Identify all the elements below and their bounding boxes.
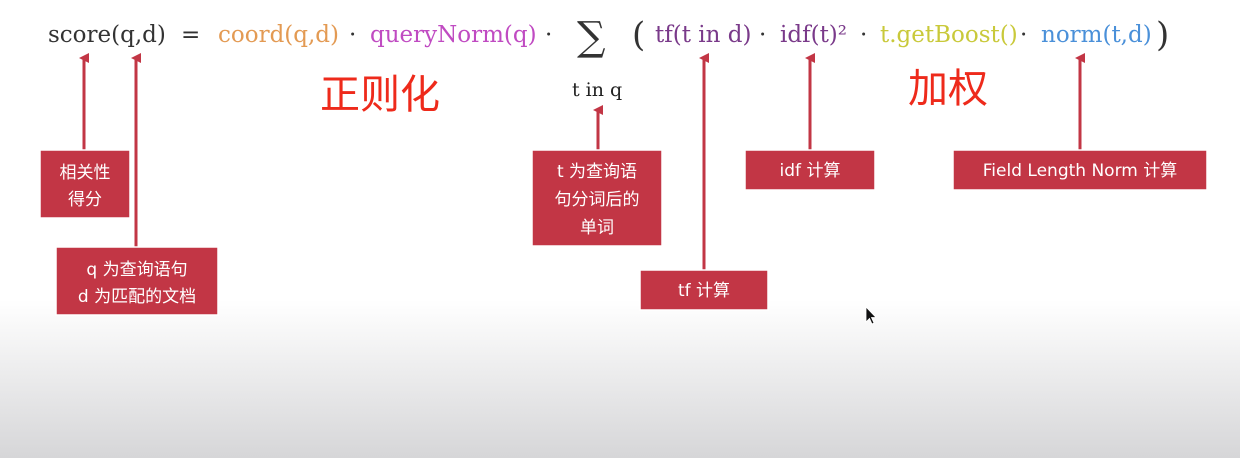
- annotation-score: 相关性 得分: [39, 149, 131, 219]
- formula-dot-5: ·: [1020, 22, 1027, 48]
- annotation-idf: idf 计算: [744, 149, 876, 191]
- annotation-norm-line-1: Field Length Norm 计算: [983, 161, 1177, 181]
- formula-idf-term: idf(t)²: [780, 22, 847, 48]
- formula-dot-1: ·: [349, 22, 356, 48]
- formula-sum-symbol: ∑: [577, 14, 606, 60]
- formula-boost-term: t.getBoost(): [880, 22, 1018, 48]
- annotation-tf-line-1: tf 计算: [678, 281, 730, 301]
- annotation-query-line-2: d 为匹配的文档: [78, 287, 196, 307]
- annotation-tf: tf 计算: [639, 269, 769, 311]
- formula-score-term: score(q,d): [48, 22, 166, 48]
- annotation-idf-line-1: idf 计算: [780, 161, 841, 181]
- annotation-term-line-1: t 为查询语: [557, 162, 637, 182]
- mouse-cursor-icon: [865, 306, 877, 325]
- formula-equals-sign: =: [181, 22, 200, 48]
- formula-querynorm-term: queryNorm(q): [370, 22, 537, 48]
- annotation-term-line-2: 句分词后的: [555, 190, 640, 210]
- annotation-norm: Field Length Norm 计算: [952, 149, 1208, 191]
- annotation-term-line-3: 单词: [580, 218, 614, 238]
- weighting-label: 加权: [908, 66, 988, 112]
- annotation-query-doc: q 为查询语句 d 为匹配的文档: [55, 246, 219, 316]
- annotation-score-line-2: 得分: [68, 190, 102, 210]
- annotation-query-line-1: q 为查询语句: [86, 260, 187, 280]
- formula-close-paren: ): [1156, 15, 1169, 55]
- formula-dot-3: ·: [759, 22, 766, 48]
- formula-open-paren: (: [632, 15, 645, 55]
- formula-dot-4: ·: [860, 22, 867, 48]
- formula-tf-term: tf(t in d): [655, 22, 751, 48]
- sum-subscript: t in q: [572, 79, 622, 101]
- annotation-score-line-1: 相关性: [60, 163, 111, 183]
- normalization-label: 正则化: [320, 72, 440, 118]
- formula-coord-term: coord(q,d): [218, 22, 339, 48]
- formula-dot-2: ·: [545, 22, 552, 48]
- annotation-term: t 为查询语 句分词后的 单词: [531, 149, 663, 247]
- formula-norm-term: norm(t,d): [1041, 22, 1152, 48]
